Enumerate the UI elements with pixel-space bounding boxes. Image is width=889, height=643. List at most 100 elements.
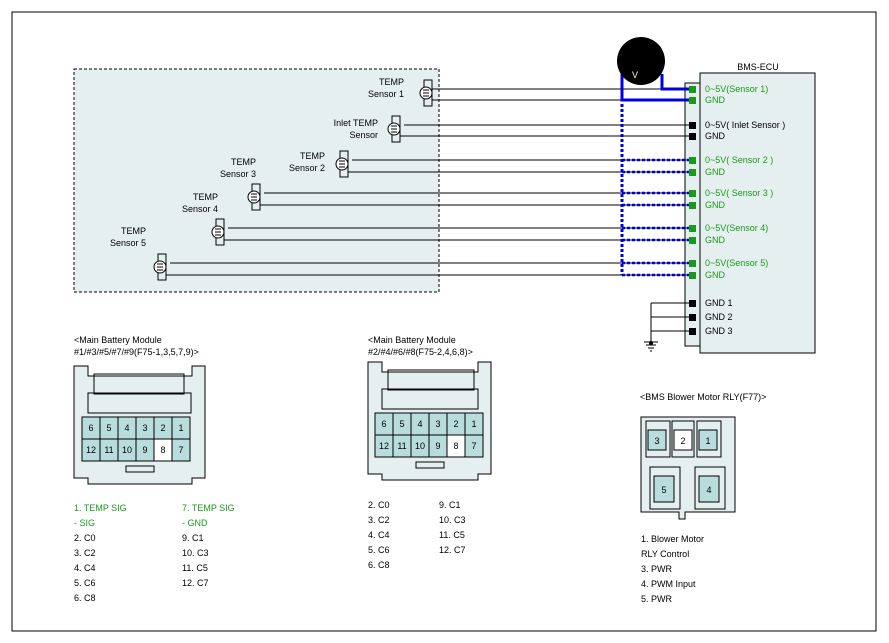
legend-item: 9. C1 <box>439 500 461 510</box>
ecu-pin-marker <box>689 272 696 279</box>
connector-pin <box>464 434 484 458</box>
legend-item: RLY Control <box>641 549 689 559</box>
ecu-pin-label: 0~5V(Sensor 4) <box>705 223 768 233</box>
ecu-pin-label: GND <box>705 270 726 280</box>
legend-item: 4. C4 <box>368 530 390 540</box>
diagram-frame <box>11 11 877 632</box>
legend-item: 7. TEMP SIG <box>182 503 235 513</box>
ecu-box <box>699 72 816 354</box>
blower-pin <box>647 429 667 451</box>
connector-pin-number: 9 <box>142 445 147 455</box>
ecu-pin-label: GND <box>705 167 726 177</box>
blower-pin <box>698 429 718 451</box>
legend-item: 1. Blower Motor <box>641 534 704 544</box>
voltmeter-icon <box>617 37 665 85</box>
legend-item: - GND <box>182 518 208 528</box>
ecu-pin-marker <box>689 328 696 335</box>
connector-pin-number: 7 <box>471 441 476 451</box>
temp-sensor-1: TEMP Sensor 1 <box>368 77 433 107</box>
ecu-pin-marker <box>689 237 696 244</box>
ecu-pin-marker <box>689 314 696 321</box>
sensor-label-line2: Sensor 1 <box>368 89 404 99</box>
temp-sensor-4: TEMP Sensor 3 <box>220 157 261 211</box>
legend-item: 4. C4 <box>74 563 96 573</box>
sensor-label-line2: Sensor 4 <box>182 204 218 214</box>
connector-pin-number: 5 <box>399 419 404 429</box>
ecu-pin-marker <box>689 86 696 93</box>
ecu-pin-label: 0~5V( Sensor 2 ) <box>705 155 773 165</box>
connector-pin-number: 6 <box>381 419 386 429</box>
temp-sensor-2: Inlet TEMP Sensor <box>334 115 401 143</box>
ecu-pin-marker <box>689 97 696 104</box>
connector-pin-number: 10 <box>415 441 425 451</box>
legend-item: 10. C3 <box>182 548 209 558</box>
sensor-label-line1: TEMP <box>231 157 256 167</box>
connector-pin-number: 1 <box>178 423 183 433</box>
ecu-pin-marker <box>689 225 696 232</box>
connector-odd-title-2: #1/#3/#5/#7/#9(F75-1,3,5,7,9)> <box>74 347 199 357</box>
sensor-label-line1: Inlet TEMP <box>334 118 378 128</box>
legend-item: 3. C2 <box>368 515 390 525</box>
sensor-label-line2: Sensor 2 <box>289 163 325 173</box>
connector-pin <box>171 438 191 462</box>
connector-pin-number: 8 <box>160 445 165 455</box>
ecu-pin-marker <box>689 169 696 176</box>
sensor-label-line1: TEMP <box>121 226 146 236</box>
legend-item: 4. PWM Input <box>641 579 696 589</box>
legend-item: 10. C3 <box>439 515 466 525</box>
blower-pin-number: 2 <box>680 436 685 446</box>
blower-pin-number: 3 <box>654 436 659 446</box>
legend-item: 6. C8 <box>368 560 390 570</box>
voltmeter-probes <box>620 74 690 277</box>
legend-item: 11. C5 <box>439 530 465 540</box>
connector-pin-number: 9 <box>435 441 440 451</box>
ecu-pin-label: 0~5V(Sensor 1) <box>705 84 768 94</box>
blower-pin-number: 4 <box>706 485 711 495</box>
sensor-label-line2: Sensor 3 <box>220 169 256 179</box>
ecu-pin-label: 0~5V( Inlet Sensor ) <box>705 120 785 130</box>
legend-item: 12. C7 <box>182 578 209 588</box>
connector-pin-number: 12 <box>86 445 96 455</box>
legend-item: 12. C7 <box>439 545 466 555</box>
connector-pin-number: 4 <box>124 423 129 433</box>
connector-pin-number: 1 <box>471 419 476 429</box>
connector-pin-number: 10 <box>122 445 132 455</box>
sensor-label-line2: Sensor <box>349 130 378 140</box>
connector-pin-number: 3 <box>142 423 147 433</box>
ecu-pin-label: GND <box>705 200 726 210</box>
ecu-pin-label: GND <box>705 95 726 105</box>
legend-item: 6. C8 <box>74 593 96 603</box>
ecu-pin-label: GND <box>705 235 726 245</box>
connector-pin-number: 5 <box>106 423 111 433</box>
ecu-pin-label: GND 3 <box>705 326 733 336</box>
legend-item: 5. C6 <box>74 578 96 588</box>
connector-pin-number: 7 <box>178 445 183 455</box>
ground-icon <box>644 341 658 352</box>
blower-pin-number: 5 <box>661 485 666 495</box>
connector-pin-number: 2 <box>160 423 165 433</box>
temp-sensor-6: TEMP Sensor 5 <box>110 226 167 281</box>
sensor-label-line2: Sensor 5 <box>110 238 146 248</box>
voltmeter-label: V <box>632 70 638 80</box>
connector-pin-number: 3 <box>435 419 440 429</box>
ecu-pin-marker <box>689 260 696 267</box>
legend-item: 2. C0 <box>368 500 390 510</box>
sensor-label-line1: TEMP <box>379 77 404 87</box>
ecu-pin-marker <box>689 122 696 129</box>
connector-main-battery-even: <Main Battery Module #2/#4/#6/#8(F75-2,4… <box>367 335 492 481</box>
legend-item: - SIG <box>74 518 95 528</box>
connector-pin-number: 11 <box>397 441 406 451</box>
connector-pin-number: 11 <box>104 445 113 455</box>
blower-pin <box>698 475 720 503</box>
connector-even-title-1: <Main Battery Module <box>368 335 456 345</box>
ecu-pin-label: 0~5V( Sensor 3 ) <box>705 188 773 198</box>
connector-pin-number: 4 <box>417 419 422 429</box>
connector-odd-title-1: <Main Battery Module <box>74 335 162 345</box>
